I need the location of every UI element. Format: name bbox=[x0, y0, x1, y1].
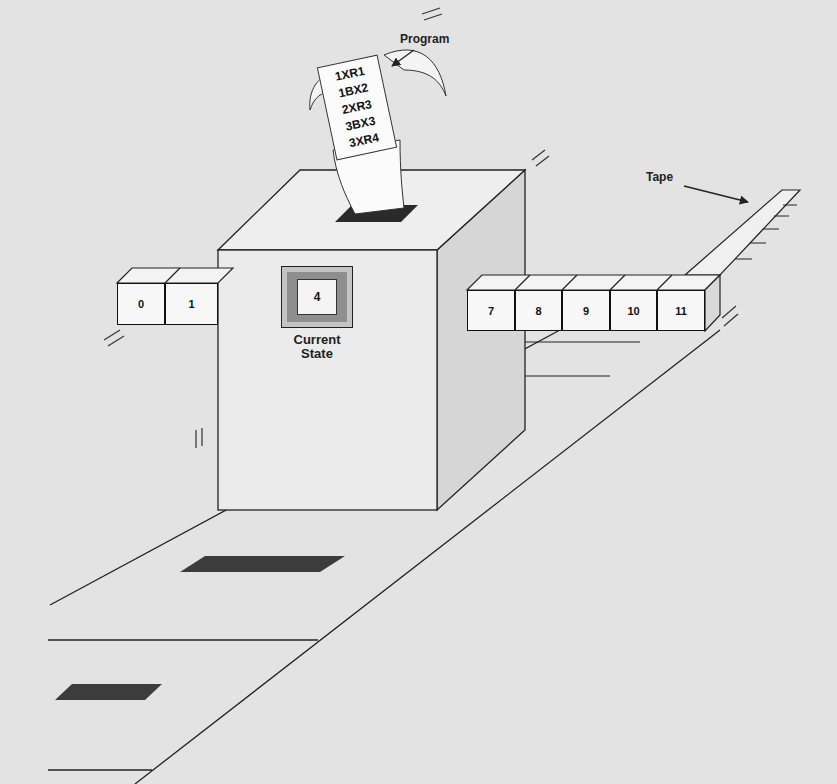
state-caption: Current State bbox=[281, 333, 353, 362]
marked-cell bbox=[180, 556, 345, 572]
vibration-mark bbox=[722, 306, 738, 326]
cell-symbol: 11 bbox=[675, 305, 687, 317]
tape-cell: 0 bbox=[117, 283, 165, 325]
leader-arrow bbox=[392, 50, 414, 66]
machine-front bbox=[218, 250, 437, 510]
floor-cell-line bbox=[48, 769, 152, 770]
cell-symbol: 8 bbox=[535, 305, 541, 317]
vibration-marks bbox=[104, 8, 738, 448]
tape-cell-divider bbox=[657, 275, 672, 290]
state-display: 4Current State bbox=[281, 266, 353, 328]
tape-end bbox=[705, 275, 720, 331]
tape-cell: 7 bbox=[467, 290, 515, 331]
cell-symbol: 0 bbox=[138, 298, 144, 310]
program-paper: 1XR11BX22XR33BX33XR4 bbox=[317, 55, 397, 161]
paper-curl bbox=[384, 50, 446, 96]
tape-cell-divider bbox=[750, 243, 766, 244]
state-value: 4 bbox=[297, 279, 337, 315]
tape-cell: 8 bbox=[515, 290, 562, 331]
cell-symbol: 7 bbox=[488, 305, 494, 317]
leader-arrow bbox=[684, 186, 748, 202]
part-label: Tape bbox=[646, 170, 673, 184]
vibration-mark bbox=[532, 150, 549, 166]
tape-far bbox=[685, 190, 800, 275]
tape-cell-divider bbox=[735, 259, 752, 260]
tape-cell-divider bbox=[165, 268, 180, 283]
tape-cell-divider bbox=[562, 275, 577, 290]
floor-cell-line bbox=[525, 341, 640, 342]
tape-cell: 11 bbox=[657, 290, 705, 331]
tape-cell-divider bbox=[515, 275, 530, 290]
cell-symbol: 10 bbox=[627, 305, 639, 317]
vibration-mark bbox=[104, 330, 124, 346]
cell-symbol: 1 bbox=[188, 298, 194, 310]
floor-cell-line bbox=[525, 375, 610, 376]
tape-cell: 9 bbox=[562, 290, 610, 331]
floor-cell-line bbox=[48, 639, 318, 640]
vibration-mark bbox=[196, 428, 202, 448]
tape-cell-divider bbox=[774, 216, 789, 217]
part-label: Program bbox=[400, 32, 449, 46]
tape-cell: 10 bbox=[610, 290, 657, 331]
tape-top bbox=[467, 275, 720, 290]
tape-cell-divider bbox=[783, 205, 797, 206]
tape-top bbox=[117, 268, 233, 283]
vibration-mark bbox=[422, 8, 442, 20]
tape-cell-divider bbox=[610, 275, 625, 290]
cell-symbol: 9 bbox=[583, 305, 589, 317]
tape-cell-divider bbox=[763, 229, 779, 230]
tape-cell: 1 bbox=[165, 283, 218, 325]
marked-cell bbox=[55, 684, 162, 700]
